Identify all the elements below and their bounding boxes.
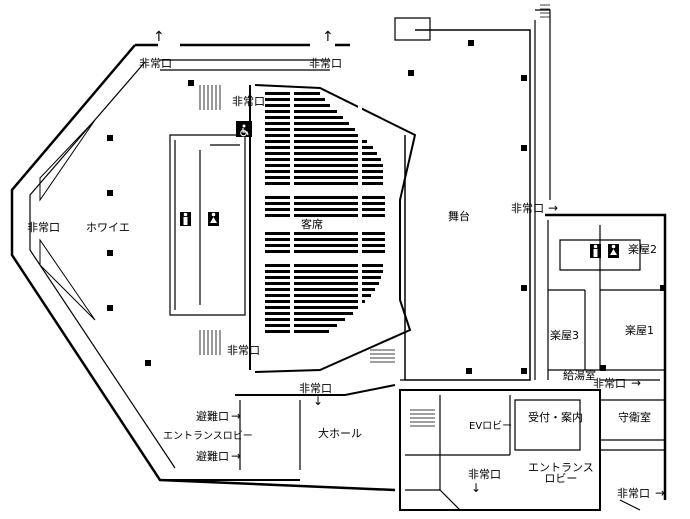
seat-block-middle (265, 196, 385, 253)
stage-label: 舞台 (448, 210, 470, 223)
exit-arrow-bottom-right: → (655, 486, 666, 500)
pillar (107, 305, 113, 311)
entrance-lobby-line1: エントランス (528, 461, 594, 474)
main-hall-label: 大ホール (318, 427, 362, 440)
exit-arrow-hall: ↓ (313, 394, 324, 408)
seat-block-lower (265, 264, 383, 333)
pillar (521, 368, 527, 374)
exit-label-top-mid: 非常口 (309, 57, 342, 70)
pillar (145, 360, 151, 366)
exit-label-stage-right: 非常口 (511, 202, 544, 215)
exit-label-bottom-right: 非常口 (617, 487, 650, 500)
exit-label-top-left: 非常口 (139, 57, 172, 70)
restroom-male-icon-backstage (590, 244, 601, 258)
refuge-exit-arrow-bottom: → (231, 449, 242, 463)
exit-label-entrance: 非常口 (468, 468, 501, 481)
exit-label-seating-top: 非常口 (232, 95, 265, 108)
restroom-female-icon (208, 212, 219, 226)
guard-room-label: 守衛室 (618, 411, 651, 424)
pillar (188, 80, 194, 86)
seats-label: 客席 (300, 218, 324, 231)
exit-arrow-entrance: ↓ (471, 481, 482, 495)
dressing-room-1-label: 楽屋1 (625, 324, 654, 337)
exit-label-foyer-left: 非常口 (27, 221, 60, 234)
dressing-room-2-label: 楽屋2 (628, 243, 657, 256)
pillar (107, 190, 113, 196)
foyer-label: ホワイエ (86, 221, 130, 234)
restroom-female-icon-backstage (608, 244, 619, 258)
reception-label: 受付・案内 (528, 411, 583, 424)
wheelchair-icon (236, 121, 252, 137)
exit-arrow-guard: → (631, 376, 642, 390)
pillar (408, 70, 414, 76)
ev-lobby-label: EVロビー (469, 421, 513, 432)
pillar (660, 285, 666, 291)
refuge-exit-arrow-top: → (231, 409, 242, 423)
exit-label-guard: 非常口 (593, 377, 626, 390)
pillar (521, 145, 527, 151)
exit-arrow-top-left: ↑ (153, 29, 165, 45)
exit-arrow-stage-right: → (548, 201, 559, 215)
restroom-male-icon (180, 212, 191, 226)
pillar (466, 368, 472, 374)
refuge-exit-label-top: 避難口 (196, 410, 229, 423)
pillar (107, 135, 113, 141)
pillar (107, 250, 113, 256)
pillar (521, 285, 527, 291)
entrance-lobby-label: エントランス ロビー (528, 462, 594, 484)
pillar (468, 40, 474, 46)
seat-block-upper (265, 92, 383, 185)
entrance-lobby-small-label: エントランスロビー (163, 431, 253, 442)
pillar (521, 75, 527, 81)
exit-label-seating-bottom: 非常口 (227, 344, 260, 357)
kitchenette-label: 給湯室 (563, 369, 596, 382)
refuge-exit-label-bottom: 避難口 (196, 450, 229, 463)
entrance-lobby-line2: ロビー (544, 472, 578, 485)
dressing-room-3-label: 楽屋3 (550, 329, 579, 342)
pillar (600, 365, 606, 371)
exit-label-hall: 非常口 (299, 382, 332, 395)
exit-arrow-top-mid: ↑ (322, 29, 334, 45)
